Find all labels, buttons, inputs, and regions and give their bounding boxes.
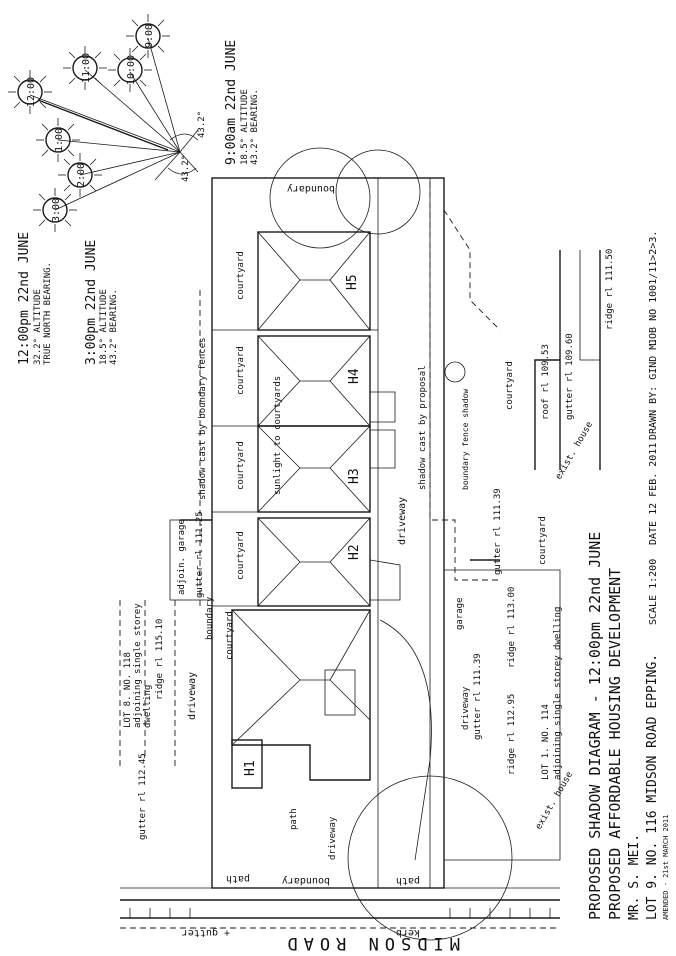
sun-200-icon: 2:00: [58, 153, 102, 197]
title-drawn: DRAWN BY: GIND M.: [648, 338, 659, 440]
angle-label-b: 43.2°: [181, 155, 191, 182]
note-300-title: 3:00pm 22nd JUNE: [84, 240, 99, 365]
gutter-125-label: gutter rl 111.25: [195, 511, 205, 598]
courtyard-label-2: courtyard: [236, 346, 246, 395]
house-label-H1: H1: [243, 760, 258, 776]
lot1-adjoining: gutter rl 111.39 garage driveway gutter …: [444, 488, 575, 861]
house-H3: H3: [257, 425, 396, 513]
kerb-label: kerb: [396, 927, 420, 938]
house-label-H3: H3: [347, 468, 362, 484]
ridge-113-label: ridge rl 113.00: [507, 587, 517, 668]
site-plan: path path boundary + gutter kerb MIDSON …: [119, 147, 615, 953]
sun-label-200: 2:00: [76, 163, 87, 187]
tree-shadow-1: [269, 147, 371, 249]
path-label-right: path: [396, 875, 420, 886]
sunlight-label: sunlight to courtyards: [273, 376, 283, 495]
lot8-adjoining: adjoin. garage gutter rl 111.25 boundary…: [119, 511, 215, 840]
sun-1200-icon: 12:00: [8, 70, 52, 114]
house-label-H2: H2: [347, 544, 362, 560]
house-H5: H5: [257, 231, 371, 331]
note-1200-bear: TRUE NORTH BEARING.: [43, 262, 53, 365]
house-label-H4: H4: [347, 368, 362, 384]
note-900-title: 9:00am 22nd JUNE: [224, 40, 239, 165]
courtyard-label-4: courtyard: [236, 531, 246, 580]
road-name: MIDSON ROAD: [281, 933, 460, 953]
adjoin-garage-label: adjoin. garage: [177, 519, 187, 595]
tree-shadow-2: [335, 149, 421, 235]
section-detail: roof rl 109.53 gutter rl 109.60 ridge rl…: [534, 249, 615, 482]
lot8-line-c: dwelling: [143, 685, 153, 728]
gutter-112-label: gutter rl 112.45: [138, 753, 148, 840]
shadow-proposal-label: shadow cast by proposal: [418, 365, 428, 490]
title-line-4: LOT 9. NO. 116 MIDSON ROAD EPPING.: [645, 654, 660, 920]
garage-label: garage: [455, 597, 465, 630]
title-job: JOB NO 1001/11>2>3.: [648, 231, 659, 345]
sun-label-1100: 11:00: [81, 53, 92, 83]
ridge-111-50-label: ridge rl 111.50: [605, 249, 615, 330]
roof-109-label: roof rl 109.53: [541, 344, 551, 420]
adjoin-garage-box: [169, 519, 213, 601]
lot1-line-b: adjoining single storey dwelling: [553, 607, 563, 780]
path-inner-label: path: [289, 808, 299, 830]
note-900-bear: 43.2° BEARING.: [250, 89, 260, 165]
sun-path-diagram: 12:00 1:00 2:00 3:00: [8, 14, 207, 232]
boundary-label-mid: boundary: [205, 596, 215, 640]
shadow-fences-label: shadow cast by boundary fences: [198, 337, 208, 500]
sun-notes: 9:00am 22nd JUNE 18.5° ALTITUDE 43.2° BE…: [17, 40, 260, 365]
path-label-left: path: [226, 873, 250, 884]
gutter-111-39-label: gutter rl 111.39: [473, 653, 483, 740]
sun-1000-icon: 10:00: [108, 48, 152, 92]
note-1200-alt: 32.2° ALTITUDE: [33, 289, 43, 365]
lot1-line-a: LOT 1. NO. 114: [541, 704, 551, 780]
title-scale: SCALE 1:200: [648, 559, 659, 625]
lot8-line-a: LOT 8. NO. 118: [123, 652, 133, 728]
boundary-fence-shadow-label: boundary fence shadow: [461, 389, 470, 490]
driveway-lot1-label: driveway: [461, 686, 471, 730]
tree-shadow-3: [347, 775, 513, 941]
courtyard-label-1: courtyard: [236, 251, 246, 300]
courtyard-label-3: courtyard: [236, 441, 246, 490]
sun-label-1200: 12:00: [26, 77, 37, 107]
sun-1100-icon: 11:00: [63, 46, 107, 90]
sun-100-icon: 1:00: [36, 118, 80, 162]
note-300-alt: 18.5° ALTITUDE: [99, 289, 109, 365]
driveway-lot8-label: driveway: [187, 672, 198, 720]
note-900-alt: 18.5° ALTITUDE: [240, 89, 250, 165]
sun-label-300: 3:00: [51, 198, 62, 222]
title-block: PROPOSED SHADOW DIAGRAM - 12:00pm 22nd J…: [586, 231, 670, 920]
sun-label-100: 1:00: [54, 128, 65, 152]
angle-label-a: 43.2°: [197, 111, 207, 138]
driveway-main-label: driveway: [397, 497, 408, 545]
gutter-109-label: gutter rl 109.60: [565, 333, 575, 420]
note-1200-title: 12:00pm 22nd JUNE: [17, 232, 32, 365]
courtyard-label-7: courtyard: [538, 516, 548, 565]
gutter-street-label: + gutter: [182, 927, 230, 938]
house-H2: H2: [257, 517, 401, 607]
ridge-115-label: ridge rl 115.10: [155, 619, 165, 700]
title-line-3: MR. S. MEI.: [627, 834, 642, 920]
courtyard-label-5: courtyard: [225, 611, 235, 660]
gutter-111-39b-label: gutter rl 111.39: [493, 488, 503, 575]
note-300-bear: 43.2° BEARING.: [109, 289, 119, 365]
title-date: DATE 12 FEB. 2011: [648, 443, 659, 545]
lot8-line-b: adjoining single storey: [133, 603, 143, 728]
courtyard-label-6: courtyard: [505, 361, 515, 410]
site-boundary: [211, 177, 445, 889]
driveway-front-label: driveway: [328, 816, 338, 860]
boundary-label-bottom: boundary: [282, 875, 330, 886]
boundary-label-top: boundary: [287, 183, 335, 194]
sun-900-icon: 9:00: [126, 14, 170, 58]
title-amended: AMENDED - 21st MARCH 2011: [662, 815, 670, 920]
house-label-H5: H5: [345, 274, 360, 290]
sun-300-icon: 3:00: [33, 188, 77, 232]
title-line-2: PROPOSED AFFORDABLE HOUSING DEVELOPMENT: [606, 568, 624, 920]
house-H1: H1: [231, 609, 371, 789]
title-line-1: PROPOSED SHADOW DIAGRAM - 12:00pm 22nd J…: [586, 532, 604, 920]
ridge-112-95-label: ridge rl 112.95: [507, 694, 517, 775]
sun-label-900: 9:00: [144, 24, 155, 48]
sun-label-1000: 10:00: [126, 55, 137, 85]
